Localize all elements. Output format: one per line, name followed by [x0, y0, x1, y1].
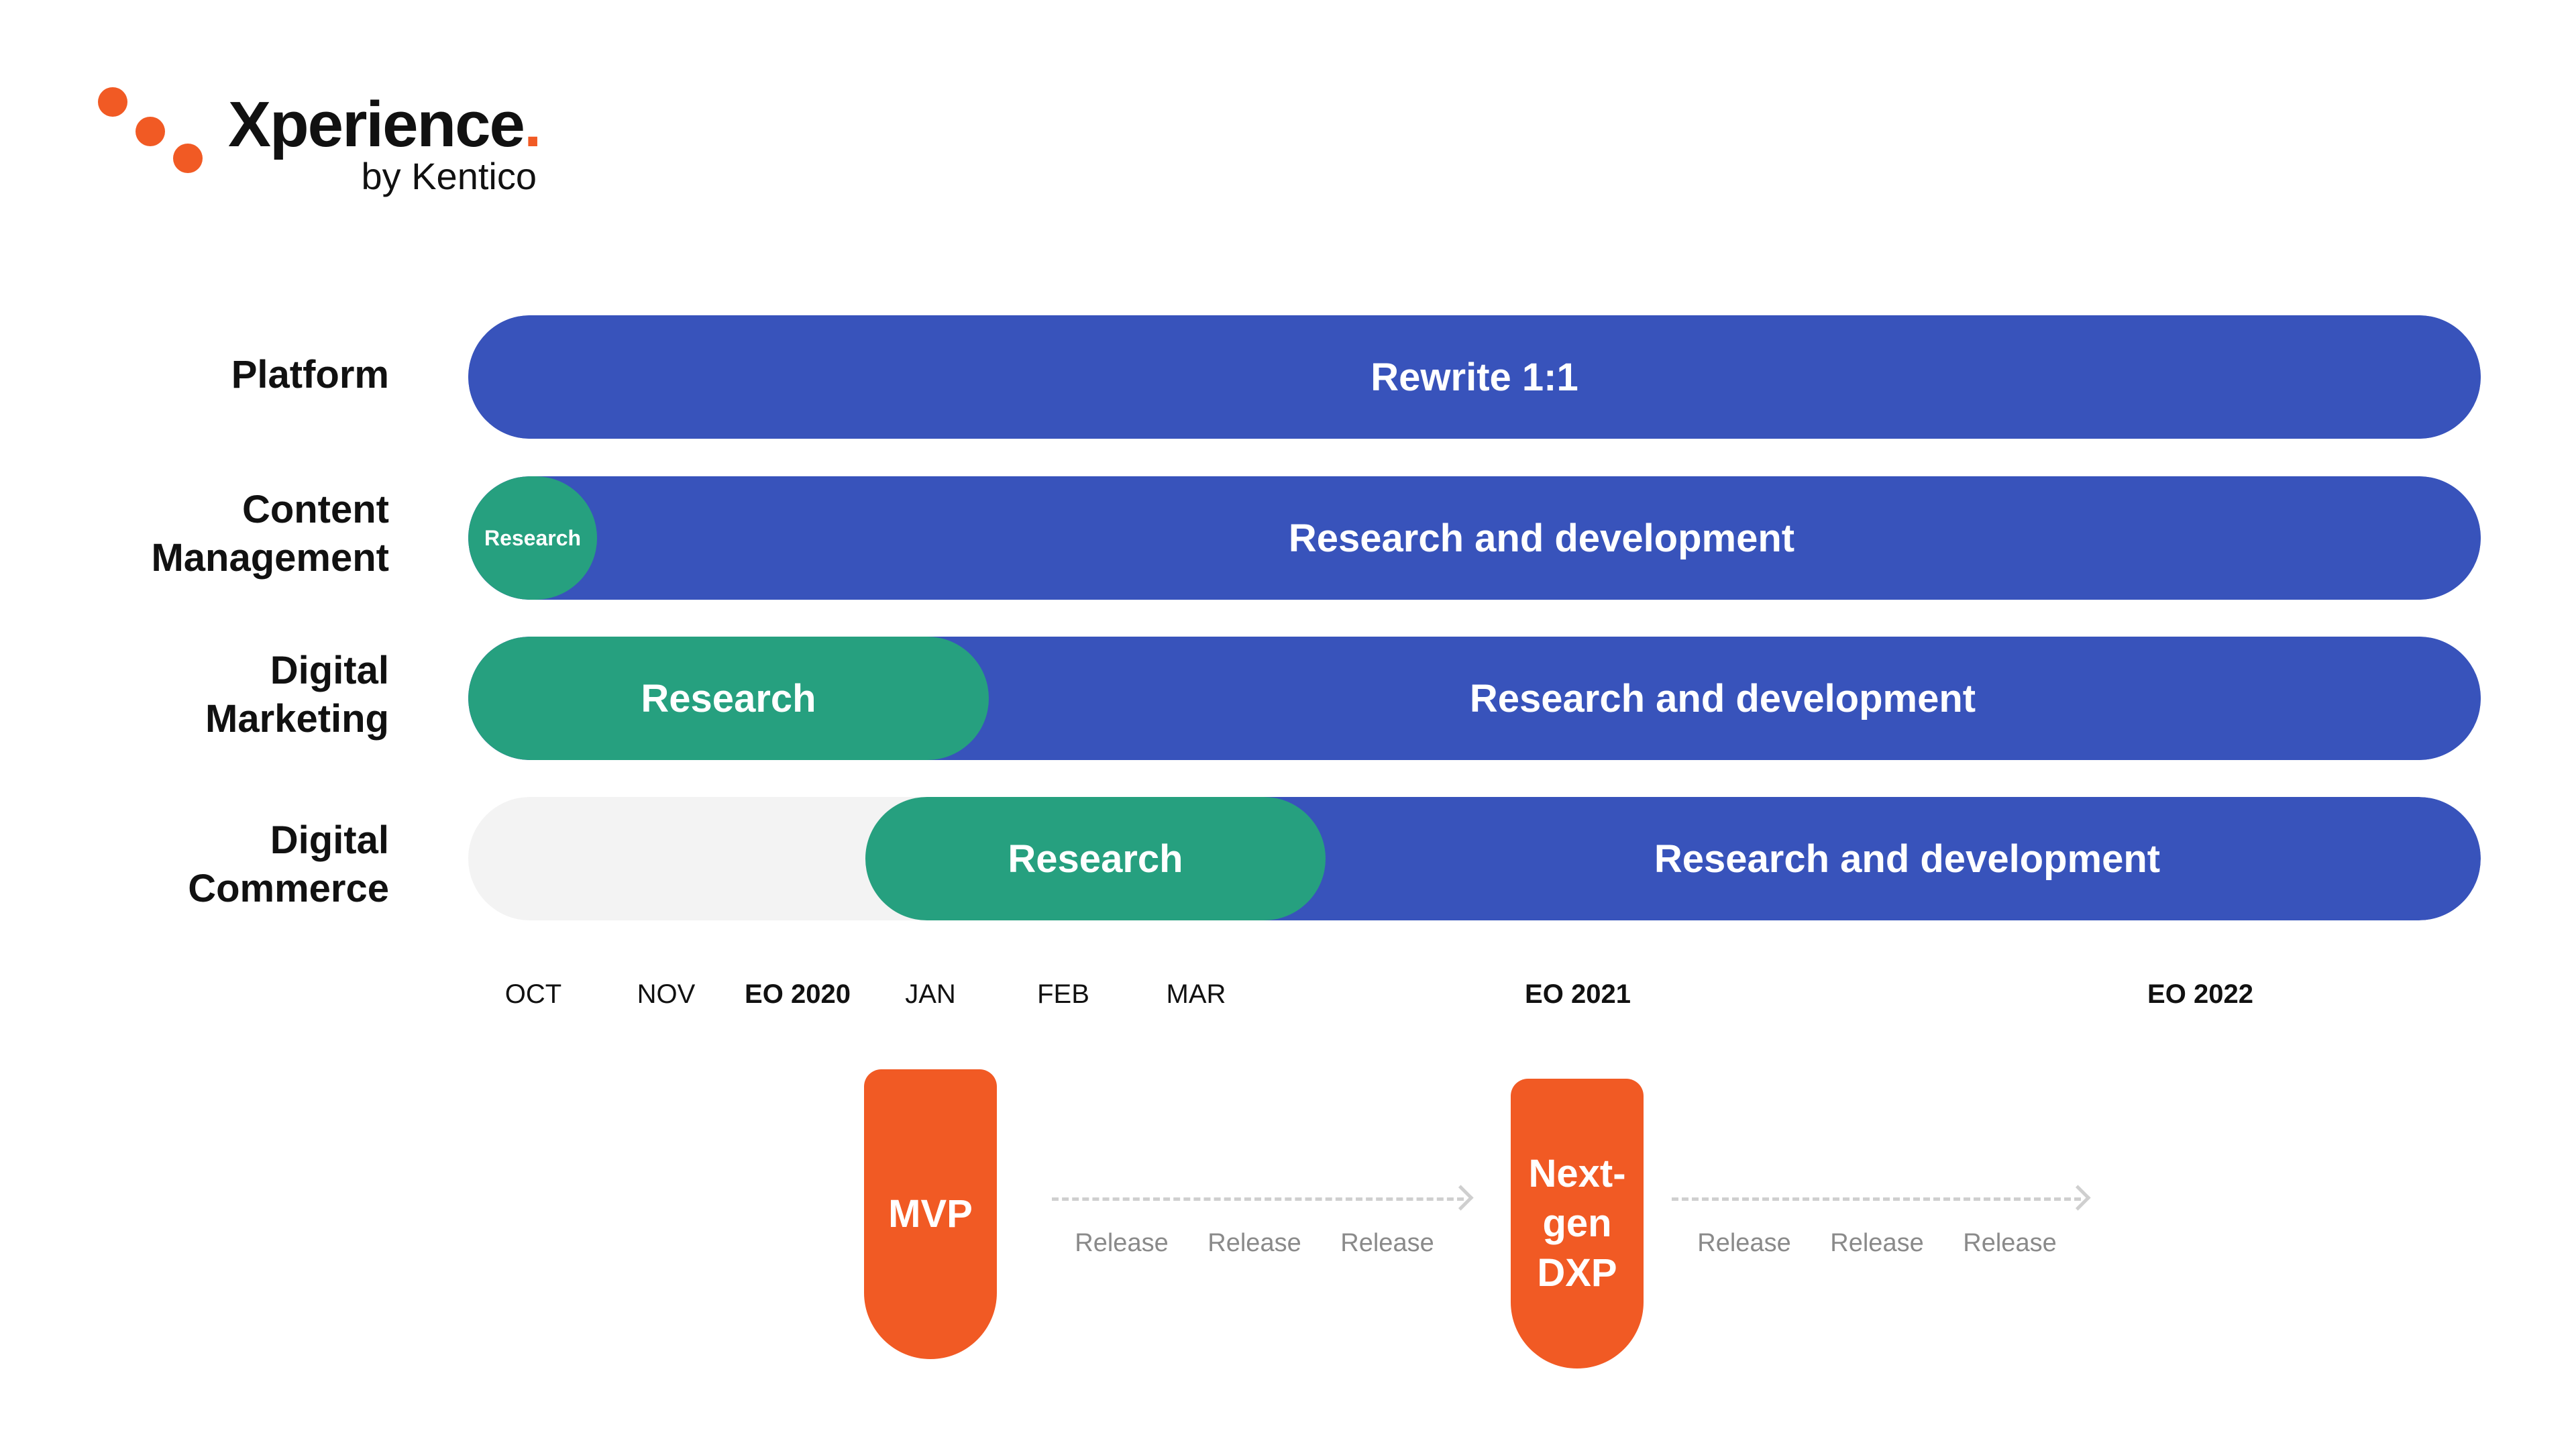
- row-label-platform: Platform: [231, 353, 389, 396]
- logo-accent-mark: .: [523, 89, 542, 160]
- release-label: Release: [1697, 1229, 1791, 1257]
- bar-label: Research: [1008, 837, 1183, 881]
- logo-dot-icon: [136, 117, 165, 146]
- track-content-management: Research and development Research: [468, 476, 2481, 600]
- arrow-right-icon: [2065, 1185, 2091, 1211]
- tick-oct: OCT: [504, 979, 562, 1009]
- track-digital-commerce: Research and development Research: [468, 797, 2481, 920]
- logo-byline: by Kentico: [361, 155, 537, 197]
- tick-feb: FEB: [1037, 979, 1089, 1009]
- release-label: Release: [1340, 1229, 1434, 1257]
- tick-eo-2021: EO 2021: [1525, 979, 1631, 1009]
- bar-research: Research: [865, 797, 1326, 920]
- bar-research-and-development: Research and development: [468, 476, 2481, 600]
- bar-rewrite-label: Rewrite 1:1: [1371, 355, 1578, 399]
- logo-dot-icon: [173, 144, 203, 173]
- milestone-next-gen-dxp: Next- gen DXP: [1511, 1079, 1644, 1368]
- row-label-digital-commerce: Digital Commerce: [188, 818, 389, 910]
- track-digital-marketing: Research and development Research: [468, 637, 2481, 760]
- release-path-line: [1672, 1197, 2081, 1201]
- tick-eo-2020: EO 2020: [745, 979, 851, 1009]
- bar-research: Research: [468, 637, 989, 760]
- tick-nov: NOV: [637, 979, 696, 1009]
- milestone-mvp: MVP: [864, 1069, 997, 1359]
- release-label: Release: [1208, 1229, 1301, 1257]
- release-label: Release: [1830, 1229, 1924, 1257]
- arrow-right-icon: [1448, 1185, 1474, 1211]
- bar-label: Research and development: [1654, 837, 2161, 881]
- row-label-digital-marketing: Digital Marketing: [205, 649, 389, 741]
- bar-rewrite: Rewrite 1:1: [468, 315, 2481, 439]
- bar-label: Research and development: [1288, 516, 1795, 560]
- logo-dot-icon: [98, 87, 127, 117]
- logo-wordmark: Xperience.: [228, 89, 542, 160]
- tick-jan: JAN: [905, 979, 956, 1009]
- bar-label: Research and development: [1469, 676, 1976, 720]
- release-path-line: [1052, 1197, 1464, 1201]
- bar-label: Research: [641, 676, 816, 720]
- release-label: Release: [1075, 1229, 1169, 1257]
- track-platform: Rewrite 1:1: [468, 315, 2481, 439]
- tick-mar: MAR: [1166, 979, 1226, 1009]
- release-label: Release: [1963, 1229, 2057, 1257]
- row-label-content-management: Content Management: [151, 488, 389, 580]
- bar-label: Research: [484, 525, 582, 550]
- bar-research: Research: [468, 476, 597, 600]
- tick-eo-2022: EO 2022: [2147, 979, 2253, 1009]
